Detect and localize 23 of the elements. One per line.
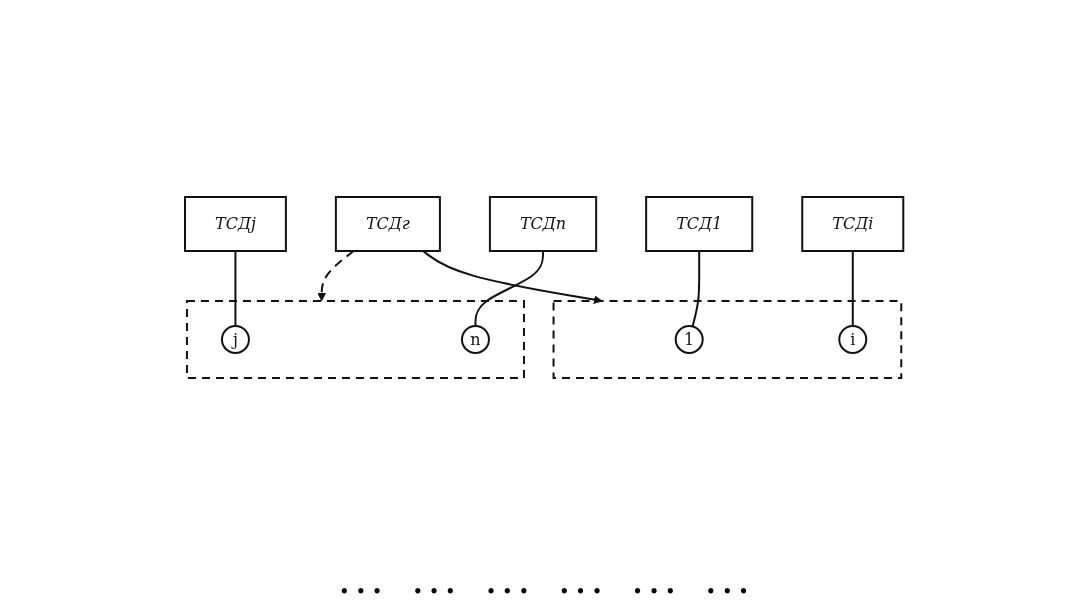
node-circle: j	[220, 325, 250, 354]
ellipsis-dots: • • •	[705, 581, 749, 602]
connector	[851, 250, 854, 327]
ellipsis-dots: • • •	[485, 581, 529, 602]
node-box: ТСДг	[334, 196, 441, 252]
node-circle: n	[460, 325, 490, 354]
connector	[474, 250, 544, 327]
connector	[234, 250, 237, 327]
arrow	[421, 250, 603, 304]
arrow	[317, 250, 355, 302]
ellipsis-dots: • • •	[559, 581, 603, 602]
node-box: ТСДj	[183, 196, 287, 252]
cluster	[185, 300, 525, 379]
connector	[691, 250, 701, 328]
node-box: ТСД1	[645, 196, 754, 252]
ellipsis-dots: • • •	[339, 581, 383, 602]
cluster	[552, 300, 903, 379]
node-box: ТСДn	[488, 196, 597, 252]
ellipsis-dots: • • •	[412, 581, 456, 602]
node-circle: 1	[674, 325, 704, 354]
node-box: ТСДi	[801, 196, 905, 252]
ellipsis-dots: • • •	[632, 581, 676, 602]
node-circle: i	[838, 325, 868, 354]
